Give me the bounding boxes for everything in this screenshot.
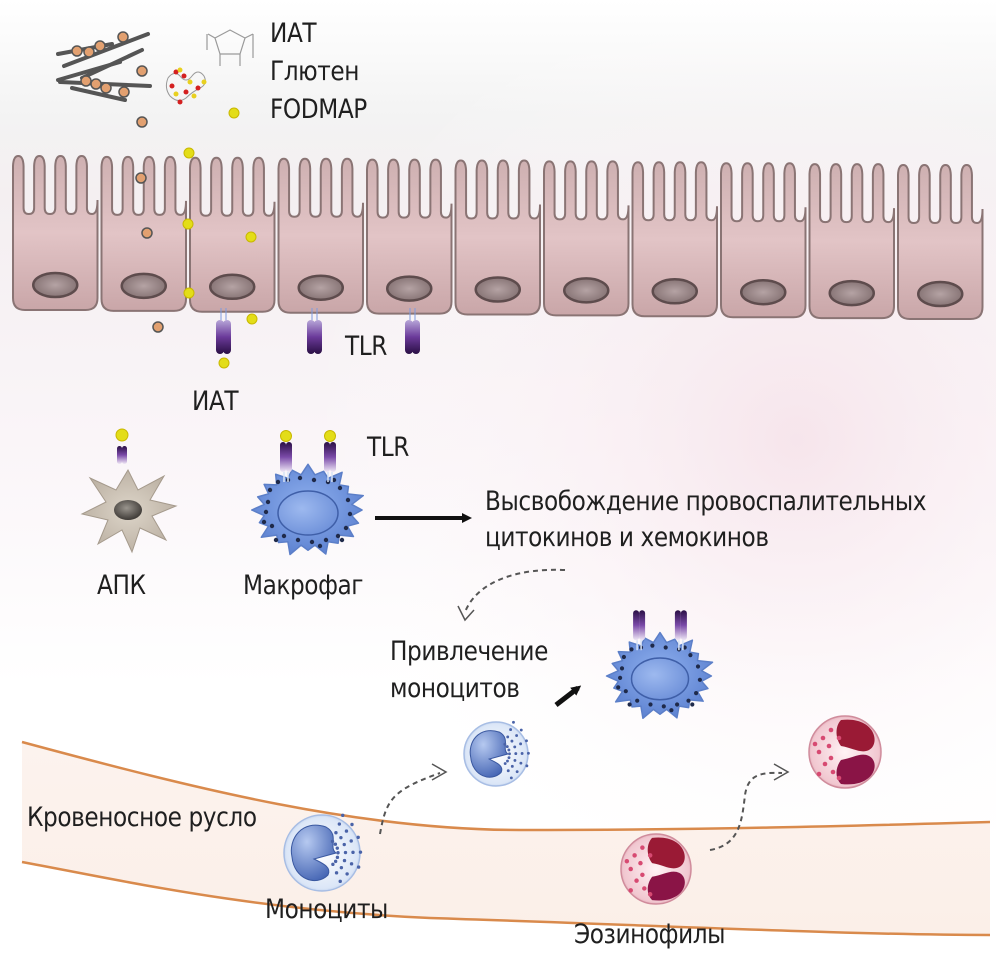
- cell-nucleus: [386, 275, 433, 302]
- iat-ligand: [218, 357, 230, 369]
- monocytes-label: Моноциты: [265, 894, 388, 925]
- macrophage-nucleus: [630, 657, 690, 701]
- sugar-molecule-icon: [206, 29, 254, 66]
- gluten-protein-icon: [165, 67, 207, 105]
- cell-nucleus: [297, 274, 344, 301]
- cell-nucleus: [740, 278, 787, 306]
- migrating-monocyte-cell: [463, 720, 530, 787]
- eosinophil-migration-dashed-arrow: [709, 771, 783, 851]
- leaking-particles: [135, 172, 258, 333]
- epithelial-cell: [189, 156, 276, 313]
- cell-nucleus: [209, 273, 256, 301]
- eosinophil-nucleus-lobe: [836, 719, 875, 752]
- epithelial-cell: [543, 160, 630, 317]
- cell-nucleus: [563, 277, 610, 304]
- tlr-receptor-icon: [307, 308, 322, 354]
- cytokine-release-line1: Высвобождение провоспалительных: [485, 486, 927, 517]
- eosinophil-migration-arrowhead: [773, 763, 790, 781]
- cell-nucleus: [120, 272, 167, 300]
- monocyte-nucleus: [469, 730, 509, 778]
- tlr-receptor-icon: [280, 442, 286, 472]
- macrophage-label: Макрофаг: [243, 570, 364, 601]
- monocyte-recruitment-line2: моноцитов: [390, 673, 520, 704]
- fodmap-particle: [228, 107, 240, 119]
- eosinophil-nucleus-lobe: [647, 837, 685, 869]
- recruitment-arrowhead: [457, 605, 475, 622]
- monocyte-nucleus: [290, 824, 338, 881]
- tlr-receptor-icon: [216, 308, 231, 369]
- trigger-label-iat: ИАТ: [270, 18, 317, 49]
- migrating-eosinophil-cell: [808, 715, 882, 789]
- epithelial-tlr-receptors: [216, 308, 420, 369]
- blood-vessel-label: Кровеносное русло: [27, 802, 257, 833]
- epithelium-layer: [12, 154, 984, 320]
- eosinophils-label: Эозинофилы: [574, 919, 726, 950]
- epithelial-cell: [12, 154, 99, 311]
- apc-receptor: [115, 428, 129, 464]
- apc-label: АПК: [97, 570, 146, 601]
- trigger-label-gluten: Глютен: [270, 56, 359, 87]
- monocyte-migration-dashed-arrow: [379, 772, 441, 835]
- macrophage-nucleus: [277, 490, 339, 536]
- eosinophil-nucleus-lobe: [647, 871, 685, 901]
- apc-cell: [80, 468, 178, 554]
- monocyte-recruitment-line1: Привлечение: [390, 636, 548, 667]
- vessel-wall-upper: [21, 740, 991, 832]
- recruitment-dashed-arrow: [464, 568, 566, 613]
- cell-nucleus: [917, 280, 964, 308]
- vessel-lumen: [22, 742, 990, 935]
- differentiation-arrow: [554, 685, 582, 707]
- tlr-receptor-icon: [324, 442, 330, 472]
- fodmap-particle: [183, 147, 195, 159]
- macrophage-cell: [250, 430, 365, 556]
- ligand-particle: [280, 430, 292, 442]
- monocyte-cell: [283, 813, 363, 892]
- epithelial-cell: [808, 163, 895, 320]
- cytokine-release-line2: цитокинов и хемокинов: [485, 522, 769, 553]
- blood-vessel: [21, 740, 991, 937]
- trigger-molecules: [56, 29, 254, 159]
- eosinophil-nucleus-lobe: [836, 754, 875, 785]
- fiber-particles: [71, 31, 148, 128]
- ligand-particle: [324, 430, 336, 442]
- tlr-receptor-icon: [633, 610, 640, 641]
- apc-nucleus: [114, 500, 142, 520]
- cell-nucleus: [828, 279, 875, 307]
- vessel-wall-lower: [21, 860, 991, 937]
- epithelial-cell: [720, 162, 807, 319]
- macrophage-tlr-label: TLR: [367, 432, 409, 463]
- epithelial-tlr-label: TLR: [345, 331, 387, 362]
- epithelial-cell: [631, 161, 718, 318]
- epithelial-cell: [454, 159, 541, 316]
- iat-ligand-label: ИАТ: [192, 386, 239, 417]
- epithelial-cell: [897, 163, 984, 320]
- eosinophil-cell: [620, 833, 692, 905]
- epithelial-cell: [366, 158, 453, 315]
- trigger-label-fodmap: FODMAP: [270, 94, 367, 125]
- tlr-receptor-icon: [405, 308, 420, 354]
- monocyte-migration-arrowhead: [431, 763, 448, 781]
- cell-nucleus: [32, 271, 79, 299]
- cell-nucleus: [651, 278, 698, 305]
- epithelial-cell: [277, 157, 364, 314]
- activated-macrophage-cell: [605, 610, 714, 720]
- cell-nucleus: [474, 276, 521, 303]
- tlr-receptor-icon: [674, 610, 681, 641]
